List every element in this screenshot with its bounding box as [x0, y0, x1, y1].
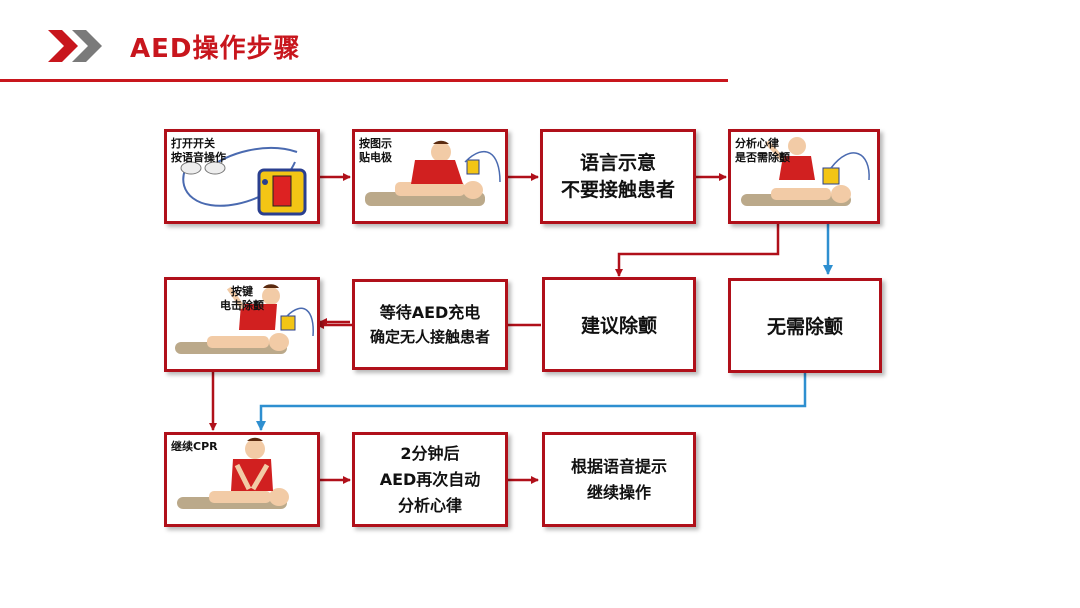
step-no-shock: 无需除颤 [728, 278, 882, 373]
title-divider [0, 79, 728, 82]
step-reanalyze-line2: AED再次自动 [379, 469, 481, 489]
aed-device-icon [180, 147, 307, 216]
step-voice-prompt: 语言示意 不要接触患者 [540, 129, 696, 224]
rescuer-attaching-pads-icon [365, 140, 501, 206]
chevron-arrows-icon [48, 30, 102, 62]
step-shock-button: 按键 电击除颤 [164, 277, 320, 372]
step-reanalyze-line1: 2分钟后 [400, 443, 460, 463]
step-follow-voice-line2: 继续操作 [586, 482, 651, 502]
step-attach-pads: 按图示 贴电极 [352, 129, 508, 224]
step-shock-button-label: 按键 电击除颤 [220, 285, 264, 312]
step-wait-charge-line2: 确定无人接触患者 [369, 327, 490, 346]
rescuer-cpr-icon [177, 437, 289, 509]
step-cpr: 继续CPR [164, 432, 320, 527]
step-reanalyze: 2分钟后 AED再次自动 分析心律 [352, 432, 508, 527]
step-shock-advised: 建议除颤 [542, 277, 696, 372]
step-follow-voice: 根据语音提示 继续操作 [542, 432, 696, 527]
step-voice-prompt-line1: 语言示意 [579, 151, 656, 174]
step-no-shock-text: 无需除颤 [766, 316, 843, 338]
step-power-on: 打开开关 按语音操作 [164, 129, 320, 224]
step-follow-voice-line1: 根据语音提示 [570, 456, 667, 476]
rescuer-shock-icon [175, 284, 314, 354]
step-reanalyze-line3: 分析心律 [397, 495, 462, 515]
step-cpr-label: 继续CPR [171, 440, 218, 453]
step-analyze-label: 分析心律 是否需除颤 [735, 137, 790, 164]
step-analyze: 分析心律 是否需除颤 [728, 129, 880, 224]
step-attach-pads-label: 按图示 贴电极 [359, 137, 392, 164]
arrow-analyze-to-shock-advised [615, 224, 780, 277]
rescuer-analyzing-icon [741, 137, 870, 206]
page-title: AED操作步骤 [130, 34, 301, 64]
step-shock-advised-text: 建议除颤 [580, 315, 657, 337]
step-wait-charge: 等待AED充电 确定无人接触患者 [352, 279, 508, 370]
step-wait-charge-line1: 等待AED充电 [379, 302, 481, 322]
arrow-no-shock-to-cpr [256, 373, 807, 431]
step-power-on-label: 打开开关 按语音操作 [171, 137, 226, 164]
step-voice-prompt-line2: 不要接触患者 [560, 178, 675, 201]
